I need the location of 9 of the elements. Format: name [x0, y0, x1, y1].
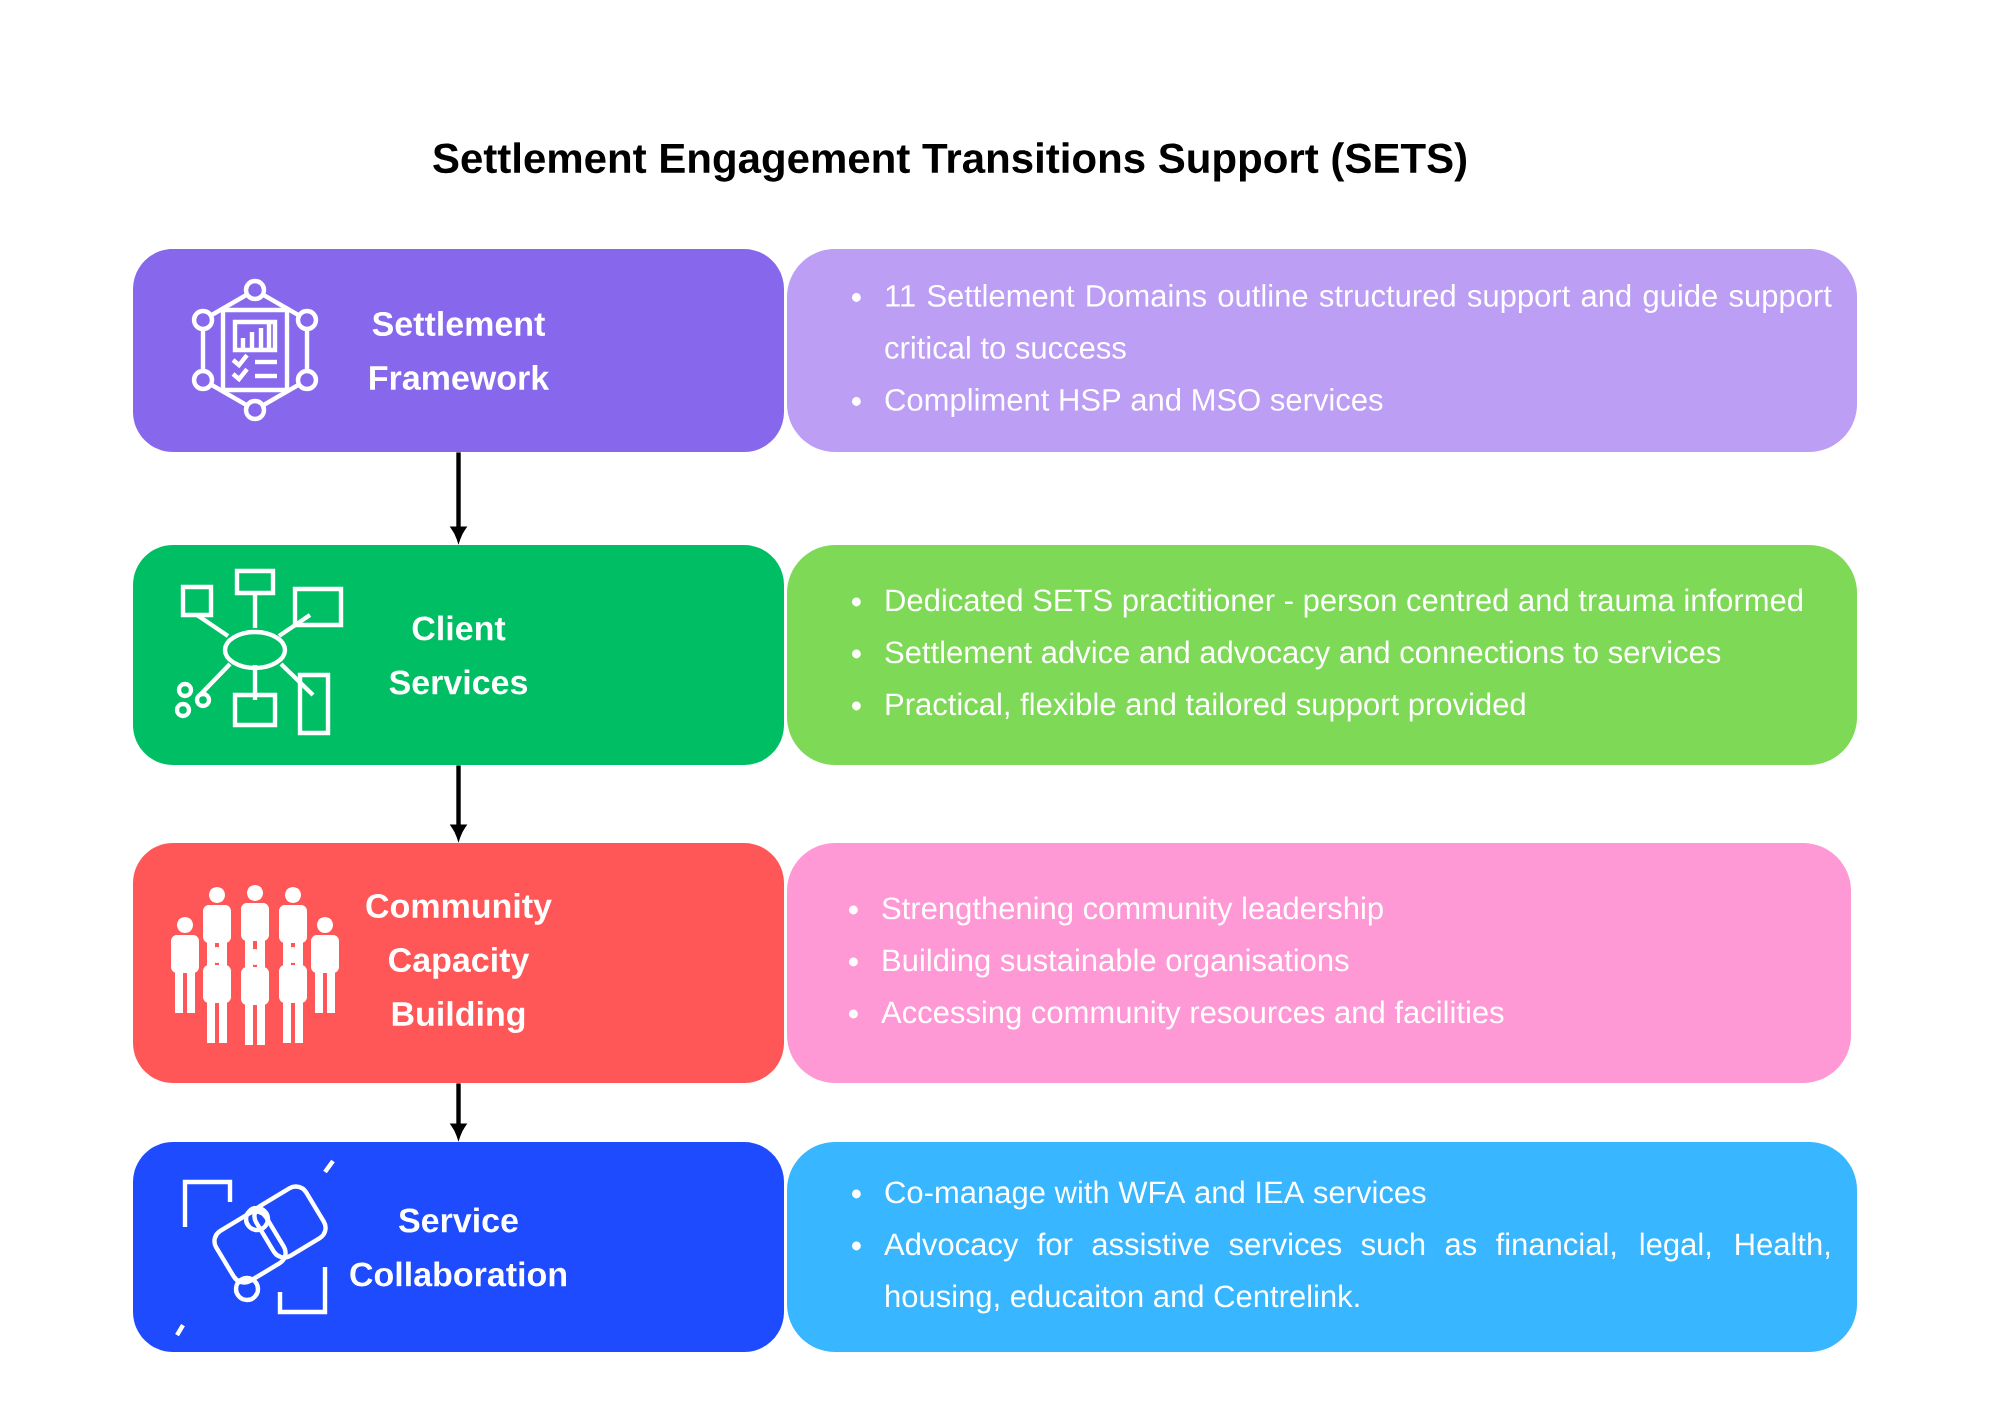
description-box: 11 Settlement Domains outline structured support and guide support critical to success Compliment HSP and MSO services: [787, 249, 1858, 452]
step-box: Community Capacity Building: [133, 843, 784, 1083]
step-box: Client Services: [133, 545, 784, 765]
step-box: Settlement Framework: [133, 249, 784, 452]
title: Settlement Engagement Transitions Support (SETS): [433, 142, 1466, 182]
step-box: Service Collaboration: [133, 1142, 784, 1352]
description-box: Co-manage with WFA and IEA services Advocacy for assistive services such as financial, legal, Health, housing, educaiton and Centrelink.: [787, 1142, 1858, 1352]
description-box: Dedicated SETS practitioner - person centred and trauma informed Settlement advice and advocacy and connections to services Practical, flexible and tailored support provided: [787, 545, 1858, 765]
description-box: Strengthening community leadership Building sustainable organisations Accessing community resources and facilities: [787, 843, 1852, 1083]
